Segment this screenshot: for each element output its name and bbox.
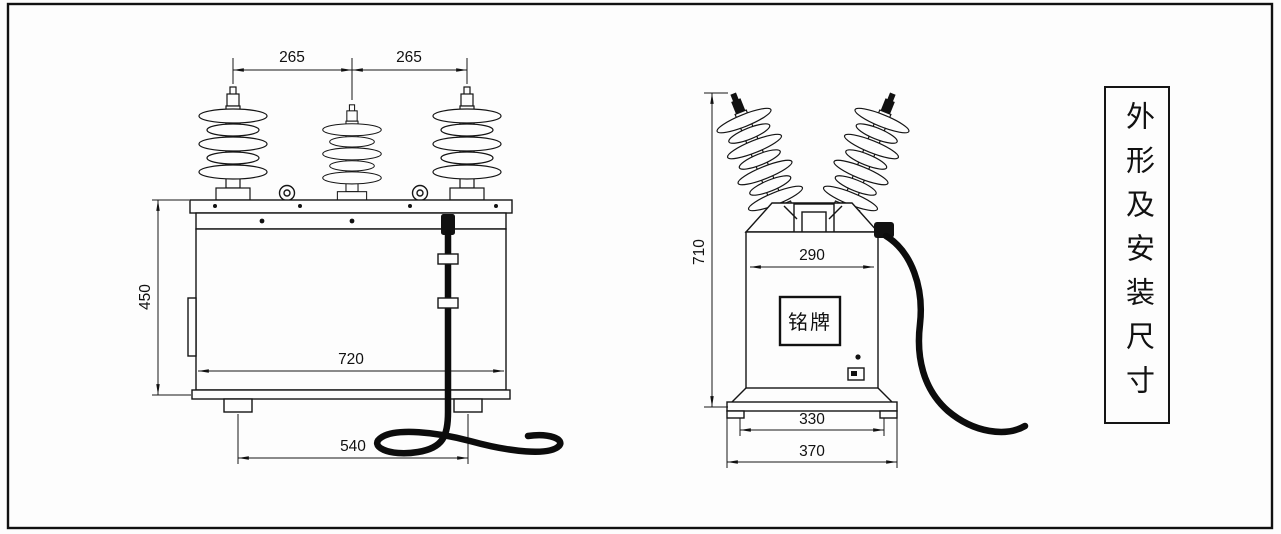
dim-label-540: 540 — [340, 438, 366, 455]
cable-front — [373, 229, 564, 457]
front-view: 265 265 450 720 540 — [137, 49, 564, 464]
tank-lid — [189, 199, 513, 214]
dim-base-330: 330 — [739, 411, 885, 436]
bolt — [349, 218, 355, 224]
foot-left — [223, 398, 253, 413]
dim-label-370: 370 — [799, 443, 825, 460]
cable-side — [882, 232, 1029, 436]
foot-side-right — [879, 410, 898, 419]
foot-side-left — [726, 410, 745, 419]
bolt — [298, 204, 302, 208]
dim-bushing-spacing: 265 265 — [232, 49, 468, 100]
bolt — [259, 218, 265, 224]
bolt — [213, 204, 217, 208]
nameplate — [778, 295, 842, 347]
cable-clamp — [437, 253, 459, 265]
dim-base-370: 370 — [726, 418, 898, 468]
dim-width-290: 290 — [750, 247, 874, 269]
side-bracket — [187, 297, 197, 357]
dim-height-450: 450 — [137, 199, 191, 396]
dim-label-720: 720 — [338, 351, 364, 368]
dim-label-710: 710 — [691, 239, 708, 265]
base-plate-front — [191, 389, 511, 400]
sheet-frame — [6, 2, 1274, 530]
bushing-middle — [322, 104, 382, 203]
cable-clamp — [437, 297, 459, 309]
side-view: 铭牌 710 290 330 — [691, 82, 1029, 468]
cable-gland-front — [441, 214, 455, 235]
bolt — [494, 204, 498, 208]
side-tank: 铭牌 — [726, 202, 898, 419]
nameplate-label: 铭牌 — [788, 311, 832, 334]
title-text: 外形及安装尺寸 — [1121, 101, 1154, 409]
foot-right — [453, 398, 483, 413]
drain-dot — [855, 354, 861, 360]
dim-width-720: 720 — [198, 351, 504, 373]
bushing-right — [432, 86, 502, 201]
title-panel: 外形及安装尺寸 — [1104, 86, 1170, 424]
dim-label-330: 330 — [799, 411, 825, 428]
dim-label-265-right: 265 — [396, 49, 422, 66]
cable-gland-side — [874, 222, 894, 238]
front-tank — [187, 184, 513, 413]
base-plate-side — [726, 401, 898, 412]
dim-label-290: 290 — [799, 247, 825, 264]
bolt — [408, 204, 412, 208]
dim-height-710: 710 — [691, 92, 728, 408]
dim-foot-span-540: 540 — [237, 414, 469, 464]
front-bushings — [198, 86, 502, 203]
dim-label-450: 450 — [137, 284, 154, 310]
dim-label-265-left: 265 — [279, 49, 305, 66]
bushing-left — [198, 86, 268, 201]
